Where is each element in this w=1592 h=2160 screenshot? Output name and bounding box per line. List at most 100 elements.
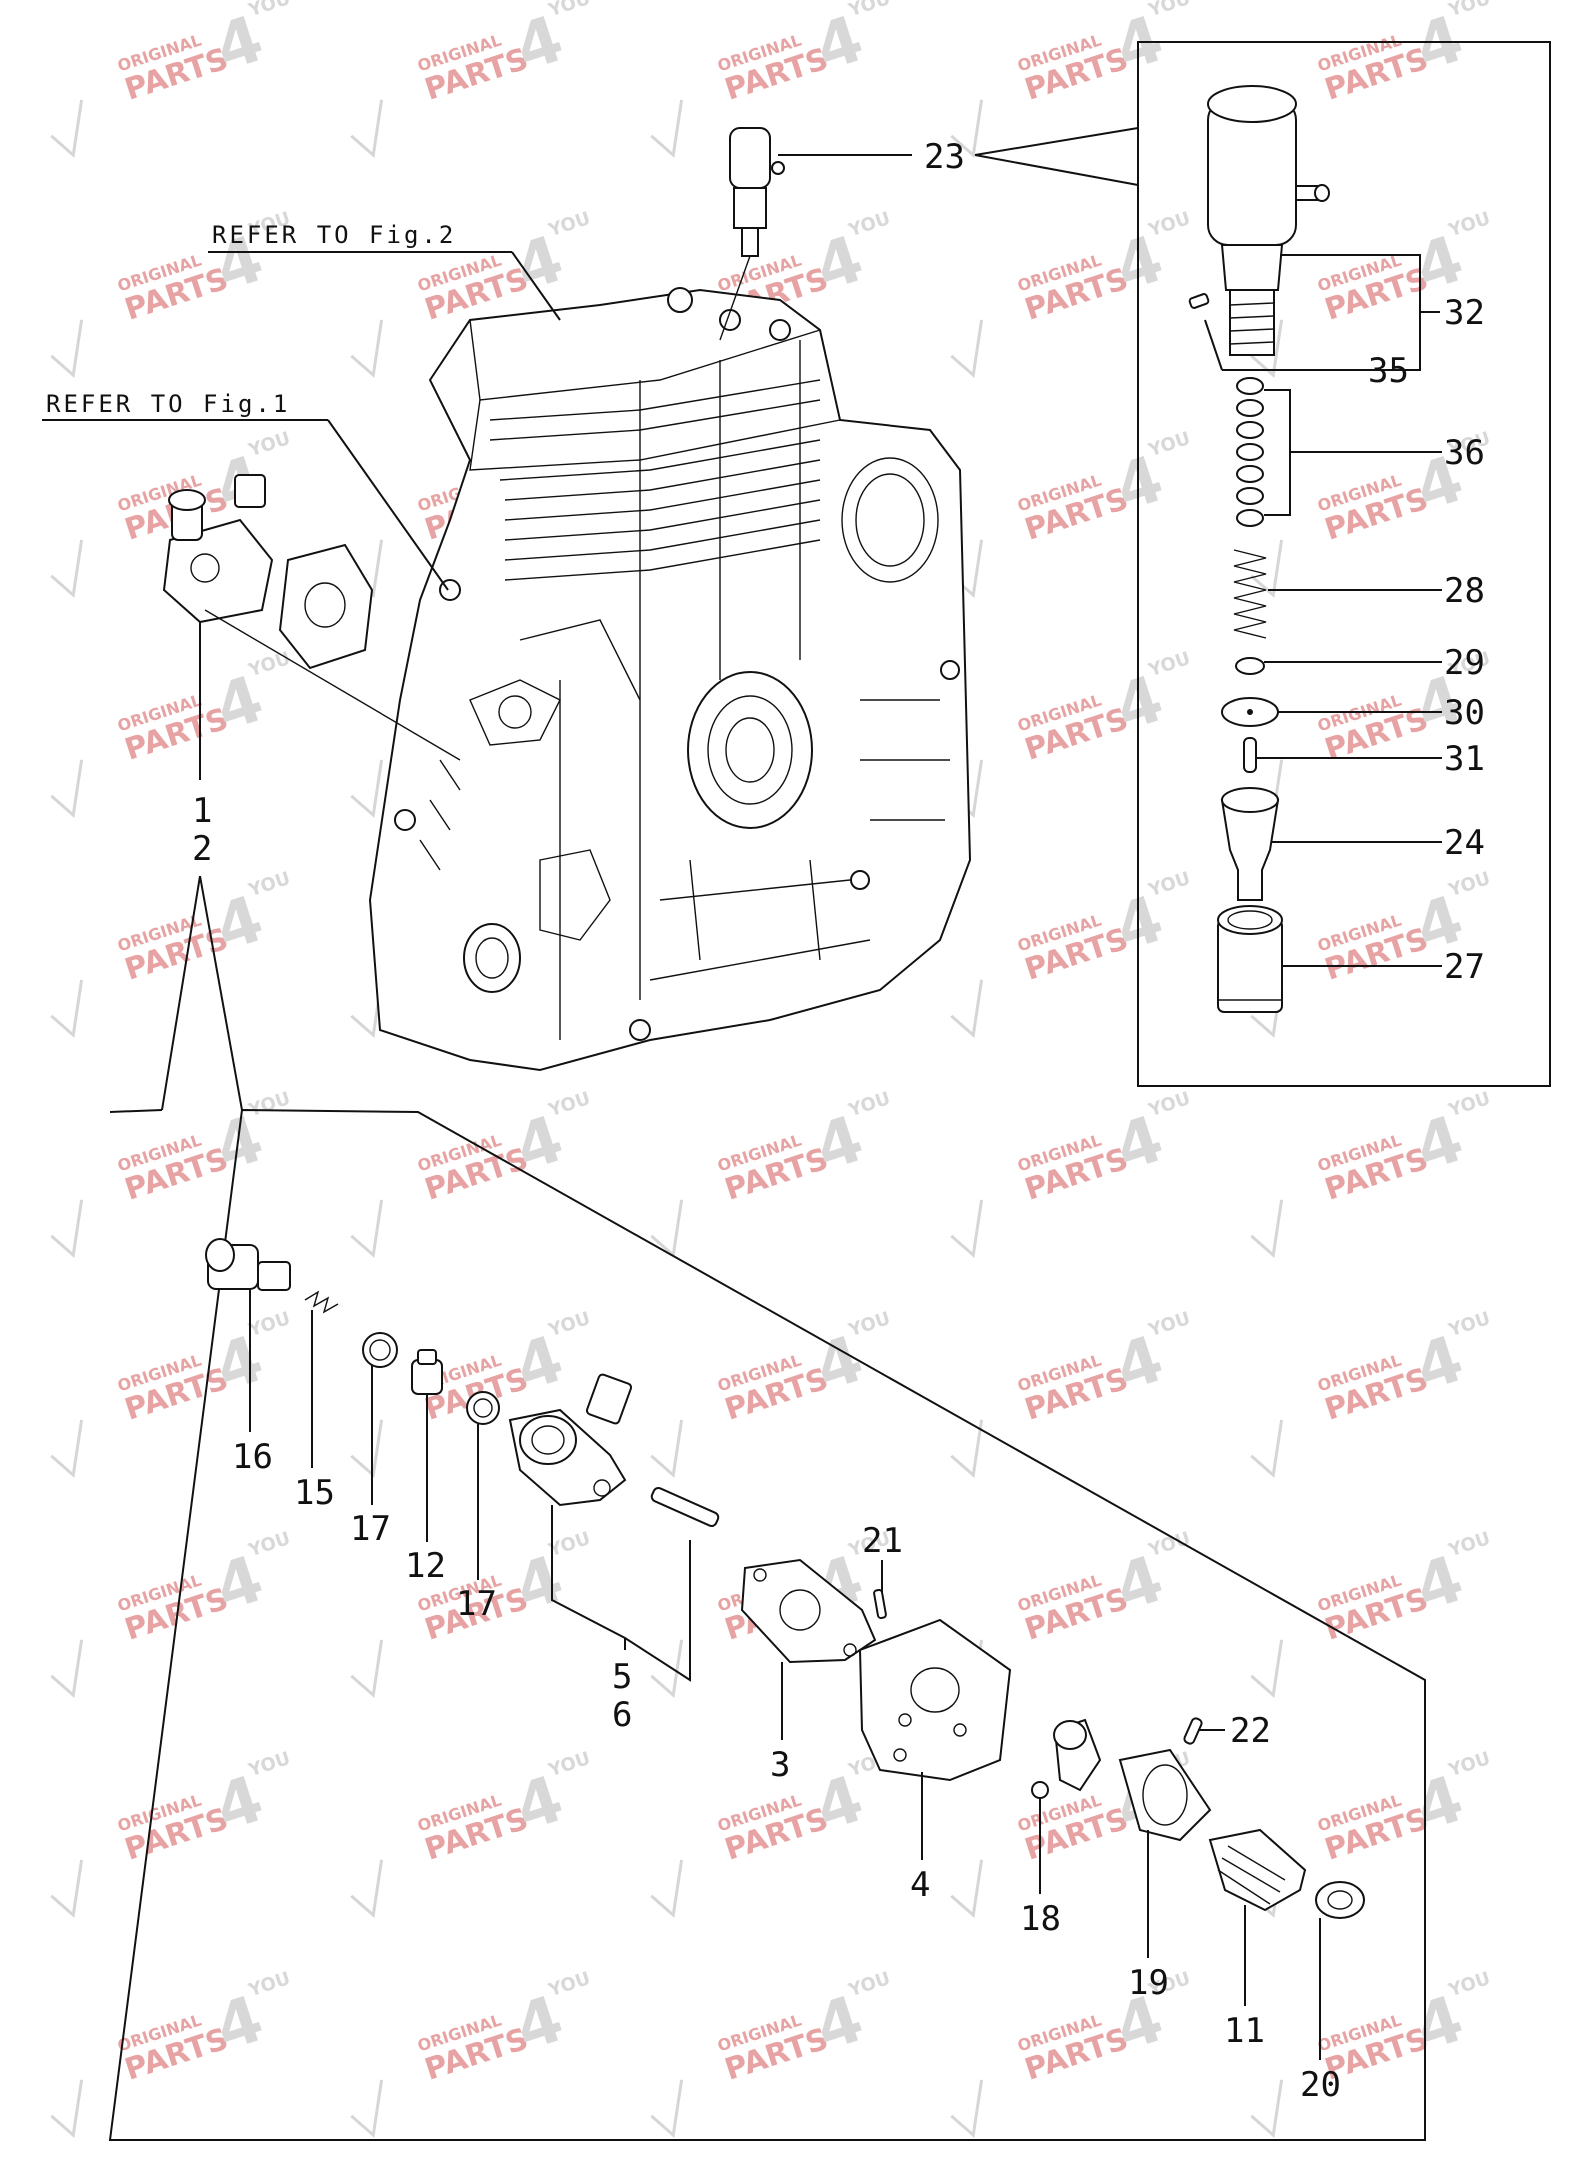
svg-text:YOU: YOU [845, 208, 893, 241]
svg-text:YOU: YOU [245, 648, 293, 681]
watermark-check-icon [1250, 1419, 1284, 1478]
watermark-check-icon [950, 1419, 984, 1478]
watermark-check-icon [1250, 539, 1284, 598]
svg-text:YOU: YOU [1145, 208, 1193, 241]
refer-fig1-label: REFER TO Fig.1 [46, 390, 290, 418]
callout-17a: 17 [350, 1509, 391, 1549]
pump-assembly-illustration [162, 474, 461, 761]
watermark-check-icon [950, 1859, 984, 1918]
svg-text:YOU: YOU [845, 0, 893, 21]
callout-17b: 17 [456, 1584, 497, 1624]
svg-text:YOU: YOU [845, 1308, 893, 1341]
callout-27: 27 [1444, 947, 1485, 987]
svg-text:YOU: YOU [245, 428, 293, 461]
refer-fig2-label: REFER TO Fig.2 [212, 221, 456, 249]
watermark-check-icon [950, 99, 984, 158]
callout-23: 23 [924, 137, 965, 177]
watermark-check-icon [50, 759, 84, 818]
watermark-check-icon [950, 319, 984, 378]
callout-24: 24 [1444, 823, 1485, 863]
pump-exploded-box [108, 1108, 1426, 2141]
refer-fig1: REFER TO Fig.1 [42, 390, 449, 591]
callout-11: 11 [1224, 2011, 1265, 2051]
callout-22: 22 [1230, 1711, 1271, 1751]
watermark-check-icon [50, 319, 84, 378]
watermark-check-icon [350, 759, 384, 818]
svg-text:YOU: YOU [845, 1968, 893, 2001]
watermark-check-icon [350, 1419, 384, 1478]
svg-text:YOU: YOU [1445, 1308, 1493, 1341]
svg-text:YOU: YOU [1445, 868, 1493, 901]
callout-20: 20 [1300, 2065, 1341, 2105]
injector-23-illustration [719, 127, 785, 341]
callout-28: 28 [1444, 571, 1485, 611]
svg-text:YOU: YOU [1145, 868, 1193, 901]
callout-16: 16 [232, 1437, 273, 1477]
watermark-check-icon [350, 99, 384, 158]
svg-text:YOU: YOU [1445, 208, 1493, 241]
watermark-check-icon [950, 2079, 984, 2138]
pump-exploded-illustration [205, 1238, 1365, 1919]
watermark-check-icon [350, 2079, 384, 2138]
callout-3: 3 [770, 1745, 790, 1785]
svg-text:YOU: YOU [1145, 428, 1193, 461]
svg-text:YOU: YOU [545, 1968, 593, 2001]
svg-text:YOU: YOU [245, 1528, 293, 1561]
svg-text:YOU: YOU [1445, 1088, 1493, 1121]
watermark-check-icon [1250, 1639, 1284, 1698]
svg-text:YOU: YOU [1445, 1748, 1493, 1781]
svg-text:YOU: YOU [845, 1088, 893, 1121]
callout-29: 29 [1444, 643, 1485, 683]
callout-2: 2 [192, 829, 212, 869]
svg-text:YOU: YOU [245, 0, 293, 21]
watermark-check-icon [650, 99, 684, 158]
watermark-check-icon [650, 1199, 684, 1258]
watermark-check-icon [1250, 319, 1284, 378]
watermark-check-icon [650, 2079, 684, 2138]
watermark-check-icon [50, 1419, 84, 1478]
watermark-check-icon [50, 1199, 84, 1258]
callout-36: 36 [1444, 433, 1485, 473]
svg-text:YOU: YOU [545, 1088, 593, 1121]
watermark-check-icon [1250, 2079, 1284, 2138]
watermark-check-icon [950, 1199, 984, 1258]
watermark-check-icon [50, 539, 84, 598]
watermark-check-icon [950, 979, 984, 1038]
watermark-check-icon [350, 319, 384, 378]
watermark-check-icon [650, 1639, 684, 1698]
watermark-check-icon [50, 1639, 84, 1698]
svg-text:YOU: YOU [1445, 1968, 1493, 2001]
callout-19: 19 [1128, 1963, 1169, 2003]
svg-text:YOU: YOU [1145, 1308, 1193, 1341]
injector-detail-illustration [1188, 85, 1330, 1013]
callout-1: 1 [192, 791, 212, 831]
callout-18: 18 [1020, 1899, 1061, 1939]
watermark-check-icon [1250, 1199, 1284, 1258]
watermark-check-icon [350, 1639, 384, 1698]
watermark-check-icon [50, 1859, 84, 1918]
watermark-check-icon [50, 979, 84, 1038]
injector-detail-box [1137, 41, 1551, 1087]
